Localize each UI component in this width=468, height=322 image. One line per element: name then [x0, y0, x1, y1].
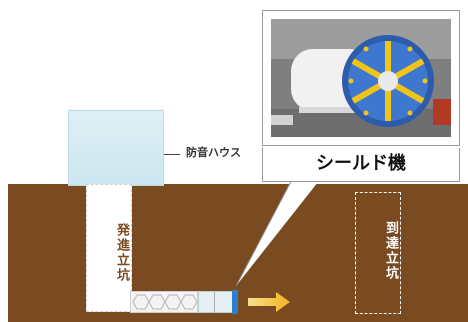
arrival-shaft: 到達立坑 [355, 192, 401, 314]
soundproof-house [68, 110, 164, 186]
shield-ring [214, 291, 215, 313]
shield-machine-photo-frame [262, 10, 460, 146]
ground [8, 184, 468, 322]
launch-shaft-label: 発進立坑 [114, 223, 129, 283]
shield-machine-label: シールド機 [262, 148, 460, 182]
tunnel-segments [130, 291, 198, 313]
arrival-shaft-label: 到達立坑 [383, 221, 398, 281]
right-arrow-icon [248, 292, 290, 312]
shield-machine-photo [271, 19, 451, 137]
shield-cutter-head [232, 290, 238, 314]
launch-shaft: 発進立坑 [86, 184, 132, 312]
soundproof-house-label: 防音ハウス [186, 146, 241, 159]
leader-line [164, 154, 180, 155]
